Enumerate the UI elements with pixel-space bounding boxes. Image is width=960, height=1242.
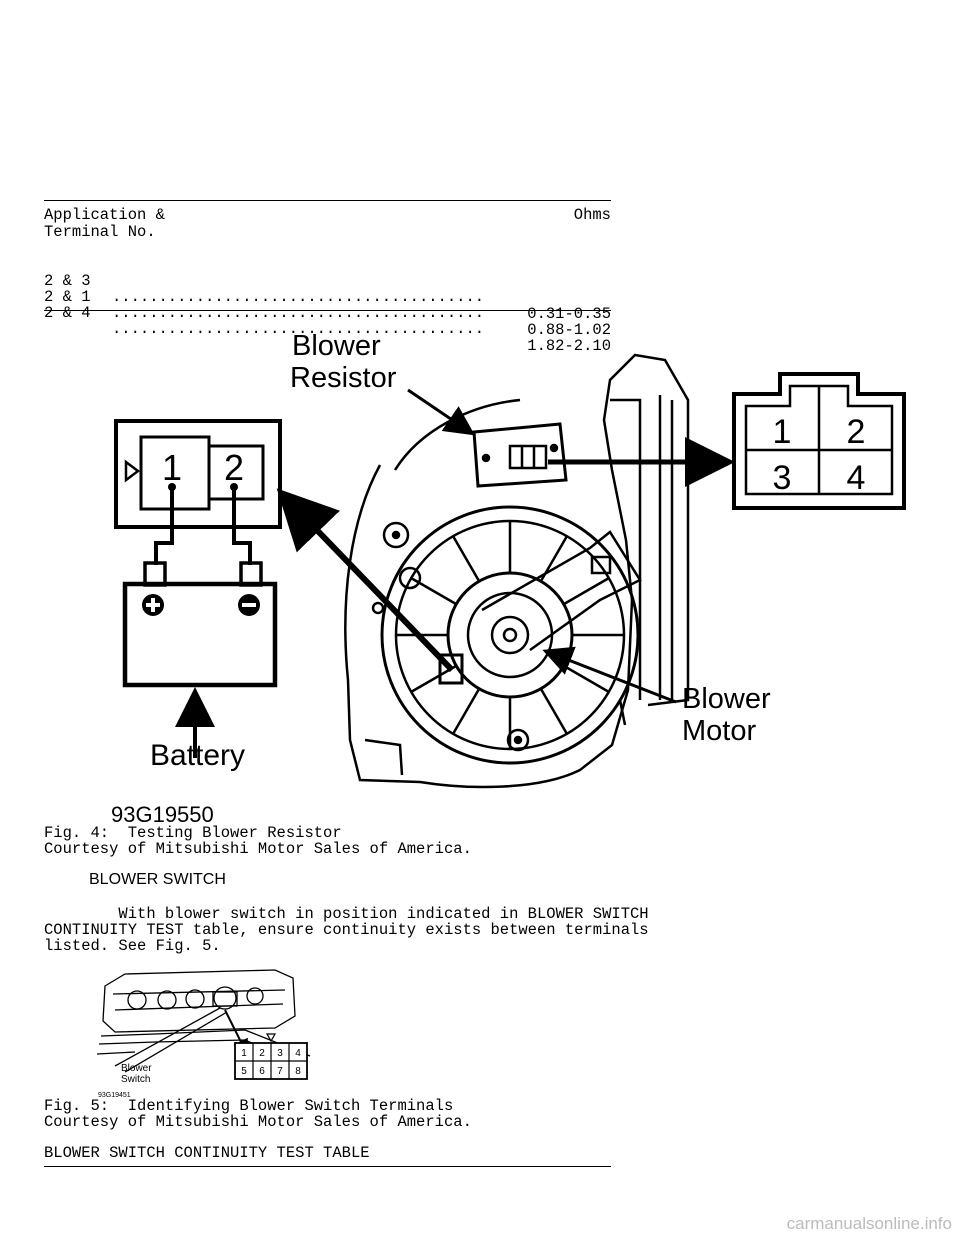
ohms-value: 0.88-1.02 — [527, 320, 611, 339]
fig5-image-code: 93G19451 — [98, 1092, 131, 1099]
arrow-to-connector — [276, 488, 455, 673]
fig4-courtesy: Courtesy of Mitsubishi Motor Sales of Am… — [44, 840, 472, 858]
test-connector: 1 2 — [114, 419, 282, 529]
table-row: 2 & 3 ..................................… — [44, 256, 611, 322]
test-leads — [154, 487, 252, 565]
switch-terminal: 3 — [277, 1048, 283, 1059]
fig4-caption: Fig. 4: Testing Blower Resistor — [44, 824, 342, 842]
resistor-terminal-connector: 1 2 3 4 — [732, 372, 906, 510]
terminal-1: 1 — [773, 413, 792, 451]
switch-terminal: 8 — [295, 1066, 301, 1077]
table-header-application: Application & — [44, 206, 165, 224]
switch-terminal: 2 — [259, 1048, 265, 1059]
terminal-4: 4 — [847, 459, 866, 497]
fig5-caption: Fig. 5: Identifying Blower Switch Termin… — [44, 1097, 454, 1115]
battery-label: Battery — [150, 739, 245, 772]
terminal-pair: 2 & 1 — [44, 287, 91, 306]
body-text-line: CONTINUITY TEST table, ensure continuity… — [44, 921, 649, 939]
terminal-3: 3 — [773, 459, 792, 497]
fig4-blower-resistor-diagram: 1 2 Battery — [111, 330, 906, 827]
terminal-2: 2 — [847, 413, 866, 451]
label-blower-switch-line1: Blower — [121, 1063, 152, 1074]
ohms-value: 1.82-2.10 — [527, 336, 611, 355]
label-blower-motor-line2: Motor — [682, 715, 756, 747]
label-blower-switch-line2: Switch — [121, 1074, 150, 1085]
switch-terminal: 5 — [241, 1066, 247, 1077]
switch-terminal-grid: 1 2 3 4 5 6 7 8 — [234, 1042, 308, 1080]
battery-icon — [122, 561, 278, 688]
connector-pin-2: 2 — [224, 447, 244, 488]
continuity-table-title: BLOWER SWITCH CONTINUITY TEST TABLE — [44, 1144, 370, 1162]
terminal-pair: 2 & 4 — [44, 303, 91, 322]
terminal-pair: 2 & 3 — [44, 271, 91, 290]
watermark: carmanualsonline.info — [786, 1214, 952, 1233]
table-header-terminal: Terminal No. — [44, 223, 156, 241]
switch-terminal: 7 — [277, 1066, 283, 1077]
label-blower-resistor-line2: Resistor — [290, 362, 397, 394]
fig5-blower-switch-diagram: 1 2 3 4 5 6 7 8 Blower Switch 93G19451 — [96, 969, 311, 1099]
table-top-rule — [44, 200, 611, 201]
table-row: 2 & 4 ..................................… — [44, 288, 611, 354]
label-blower-motor-line1: Blower — [682, 683, 771, 715]
arrow-blower-resistor — [407, 388, 475, 436]
table-header-ohms: Ohms — [573, 206, 611, 224]
switch-terminal: 1 — [241, 1048, 247, 1059]
leader-dots: ........................................ — [112, 304, 485, 322]
fig5-courtesy: Courtesy of Mitsubishi Motor Sales of Am… — [44, 1113, 472, 1131]
switch-terminal: 4 — [295, 1048, 301, 1059]
body-text-line: With blower switch in position indicated… — [44, 905, 649, 923]
continuity-table-top-rule — [44, 1166, 611, 1167]
leader-dots: ........................................ — [112, 320, 485, 338]
switch-terminal: 6 — [259, 1066, 265, 1077]
leader-dots: ........................................ — [112, 288, 485, 306]
section-heading: BLOWER SWITCH — [89, 871, 226, 888]
table-bottom-rule — [44, 310, 611, 311]
blower-assembly — [344, 353, 690, 789]
arrow-blower-motor — [542, 646, 677, 704]
connector-pin-1: 1 — [162, 447, 182, 488]
ohms-value: 0.31-0.35 — [527, 304, 611, 323]
label-blower-resistor-line1: Blower — [292, 330, 381, 362]
table-row: 2 & 1 ..................................… — [44, 272, 611, 338]
body-text-line: listed. See Fig. 5. — [44, 937, 221, 955]
fig4-image-code: 93G19550 — [111, 802, 214, 827]
